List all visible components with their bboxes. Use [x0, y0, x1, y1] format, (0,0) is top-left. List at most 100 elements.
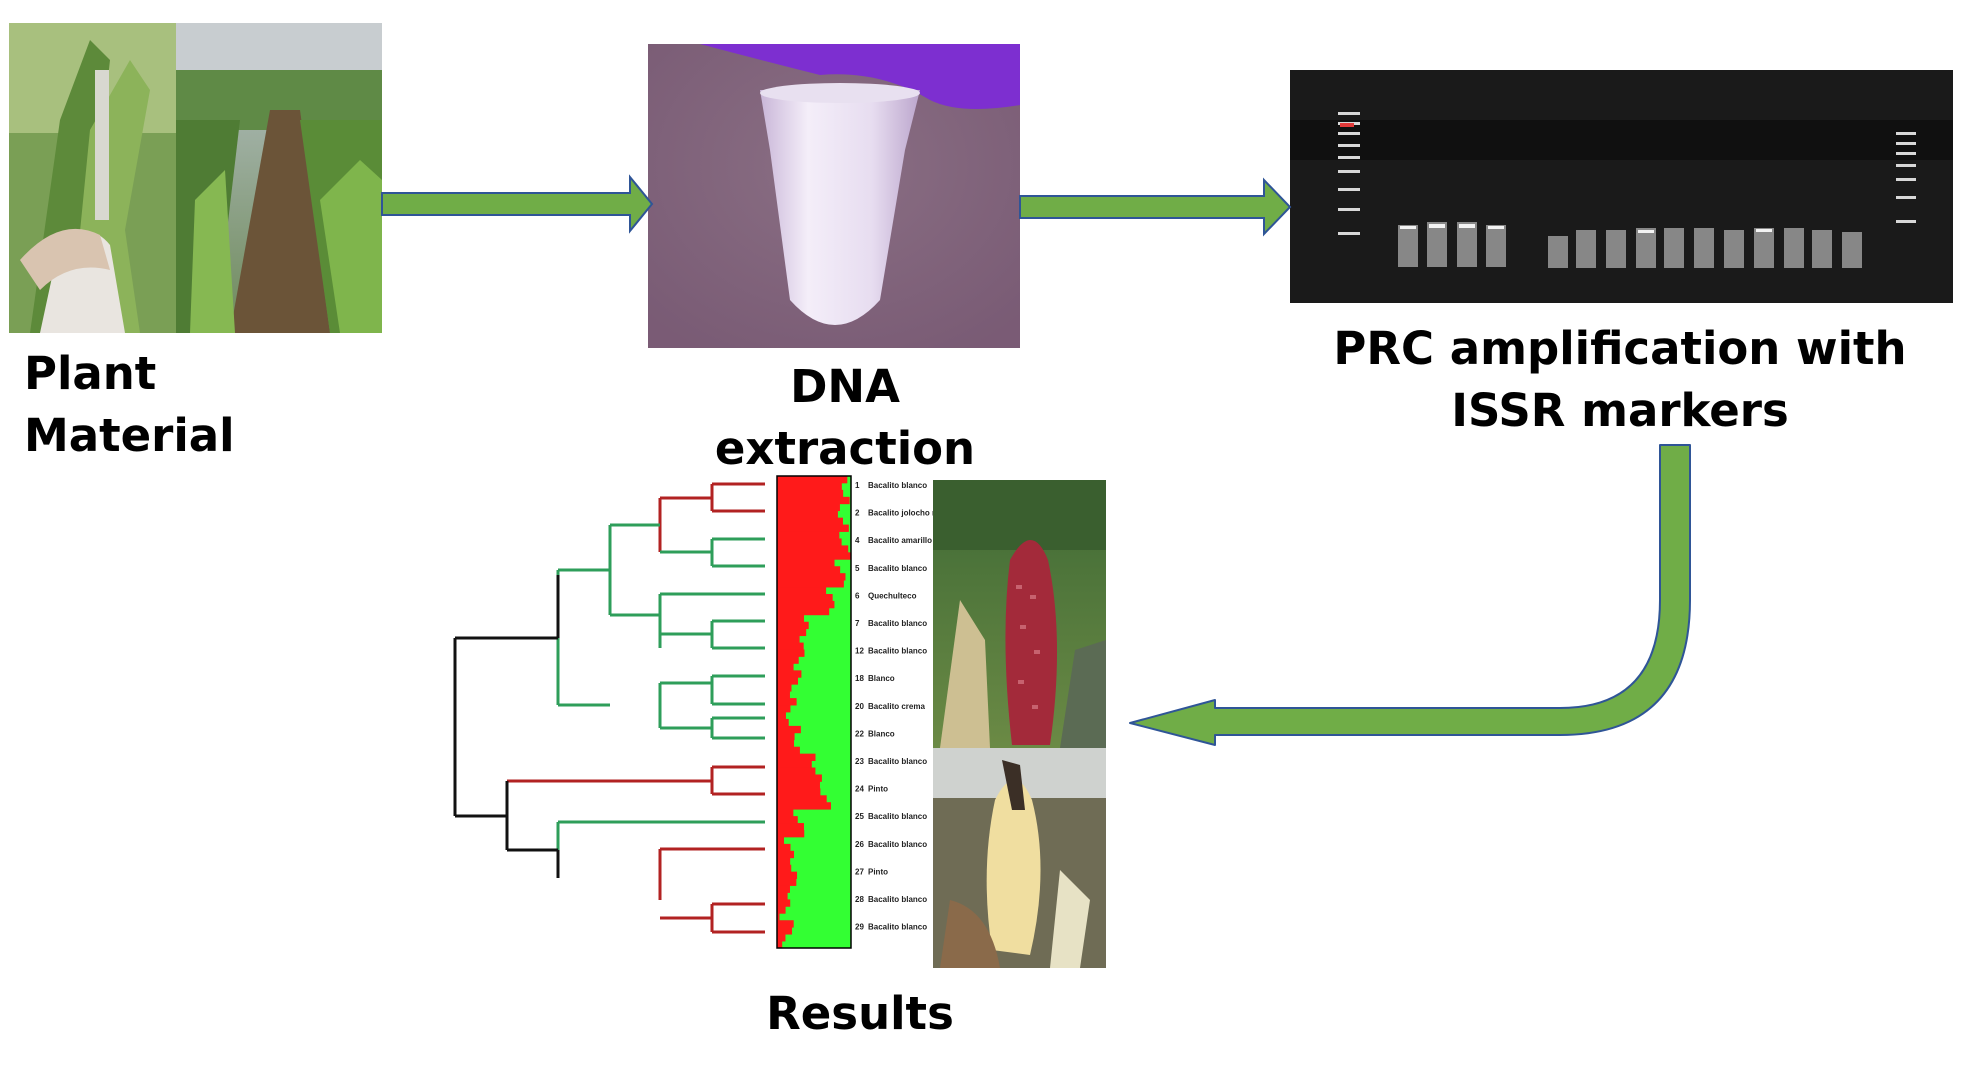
structure-bar — [777, 788, 821, 796]
structure-bar — [777, 635, 800, 643]
structure-bar — [777, 587, 827, 595]
structure-bar — [777, 649, 805, 657]
structure-bar — [777, 531, 840, 539]
structure-bar — [777, 545, 849, 553]
structure-plot — [776, 475, 852, 949]
structure-bar — [777, 482, 842, 491]
structure-bar — [777, 712, 786, 720]
structure-bar — [777, 538, 842, 546]
structure-bar — [777, 503, 840, 512]
tip-number: 23 — [855, 757, 864, 766]
structure-bar — [777, 920, 794, 928]
structure-bar — [777, 559, 835, 567]
structure-bar — [777, 663, 794, 671]
structure-bar — [777, 899, 791, 907]
arrow-3 — [1129, 444, 1691, 746]
structure-bar — [777, 732, 795, 741]
structure-bar — [777, 774, 822, 782]
structure-bar — [777, 816, 798, 824]
structure-bar — [777, 642, 804, 650]
structure-bar — [777, 628, 807, 637]
caption-pcr-amplification: PRC amplification with ISSR markers — [1333, 322, 1907, 437]
tip-label: Bacalito blanco — [868, 619, 927, 628]
structure-bar — [777, 600, 835, 609]
structure-bar — [777, 580, 844, 588]
structure-bar — [777, 552, 851, 560]
structure-bar — [777, 934, 786, 942]
tip-number: 24 — [855, 785, 864, 794]
structure-bar — [777, 677, 798, 685]
tip-label: Bacalito blanco — [868, 647, 927, 656]
structure-bar — [777, 836, 785, 845]
tip-number: 18 — [855, 674, 864, 683]
tip-label: Bacalito blanco — [868, 757, 927, 766]
caption-dna-extraction: DNA extraction — [714, 360, 976, 475]
tip-number: 28 — [855, 895, 864, 904]
structure-bar — [777, 864, 792, 873]
structure-bar — [777, 802, 831, 810]
structure-bar — [777, 892, 788, 900]
structure-bar — [777, 566, 841, 574]
tip-number: 27 — [855, 867, 864, 876]
tip-label: Bacalito blanco — [868, 895, 927, 904]
tip-label: Bacalito blanco — [868, 564, 927, 573]
tip-label: Bacalito amarillo — [868, 536, 932, 545]
structure-bar — [777, 496, 850, 505]
tip-number: 1 — [855, 481, 860, 490]
tip-number: 5 — [855, 564, 860, 573]
structure-bar — [777, 843, 791, 852]
structure-bar — [777, 753, 816, 761]
structure-bar — [777, 927, 793, 935]
structure-bar — [777, 489, 844, 498]
tip-number: 25 — [855, 812, 864, 821]
structure-bar — [777, 524, 849, 532]
tip-number: 20 — [855, 702, 864, 711]
tip-number: 6 — [855, 591, 860, 600]
structure-bar — [777, 809, 794, 817]
structure-bar — [777, 830, 805, 838]
tip-label: Bacalito blanco — [868, 840, 927, 849]
structure-bar — [777, 760, 812, 768]
caption-results: Results — [766, 987, 954, 1040]
tip-label: Bacalito blanco — [868, 923, 927, 932]
structure-bar — [777, 878, 797, 886]
structure-bar — [777, 850, 795, 859]
structure-bar — [777, 913, 780, 921]
arrow-1 — [381, 174, 654, 234]
structure-bar — [777, 698, 797, 706]
structure-bar — [777, 739, 795, 748]
tip-label: Bacalito jolocho morado — [868, 509, 961, 518]
structure-bar — [777, 857, 791, 866]
tip-number: 2 — [855, 509, 860, 518]
structure-bar — [777, 517, 843, 525]
structure-bar — [777, 767, 816, 775]
tip-label: Bacalito blanco — [868, 812, 927, 821]
structure-bar — [777, 705, 791, 713]
structure-bar — [777, 725, 801, 734]
structure-bars — [777, 476, 851, 949]
structure-bar — [777, 684, 792, 692]
structure-bar — [777, 594, 833, 602]
tip-label: Pinto — [868, 785, 888, 794]
tip-number: 22 — [855, 729, 864, 738]
maize-white-cob-photo — [933, 748, 1106, 968]
structure-bar — [777, 670, 802, 678]
structure-bar — [777, 607, 830, 616]
structure-bar — [777, 871, 798, 879]
tip-label: Pinto — [868, 867, 888, 876]
structure-bar — [777, 476, 848, 484]
tip-label: Quechulteco — [868, 591, 917, 600]
structure-bar — [777, 621, 809, 630]
plant-photo — [9, 23, 382, 333]
arrow-2 — [1019, 177, 1292, 237]
structure-bar — [777, 823, 804, 831]
microtube-photo — [648, 44, 1020, 348]
structure-bar — [777, 691, 790, 699]
structure-bar — [777, 510, 838, 519]
tip-label: Blanco — [868, 674, 895, 683]
tip-number: 7 — [855, 619, 860, 628]
tip-number: 4 — [855, 536, 860, 545]
